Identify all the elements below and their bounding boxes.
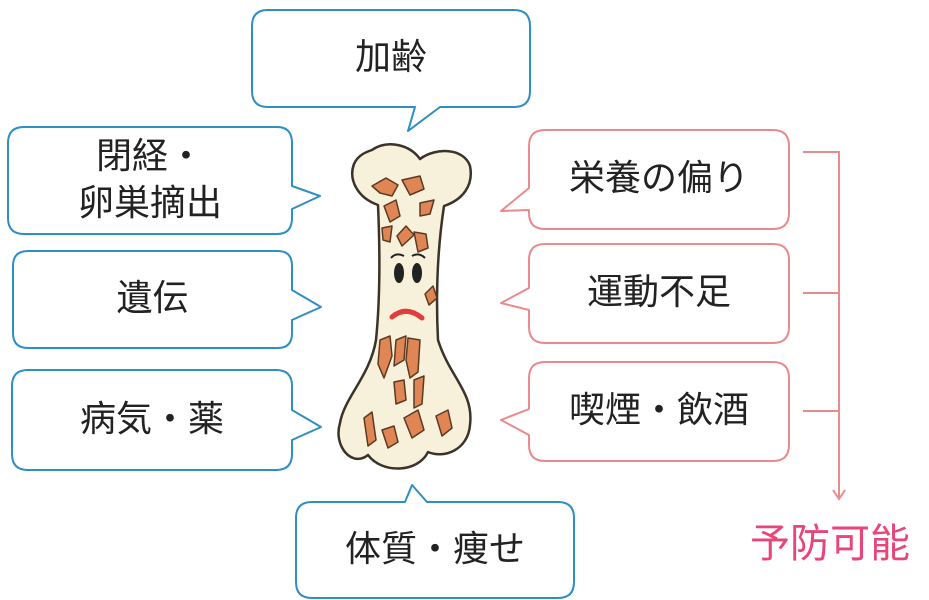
preventable-bracket [803, 151, 846, 501]
illness-callout [11, 369, 322, 471]
menopause-label-line1: 閉経・ [95, 136, 204, 177]
menopause-label-line2: 卵巣摘出 [77, 183, 222, 224]
sad-bone-icon [337, 143, 473, 470]
smoking-drinking-callout [500, 361, 790, 462]
body-type-callout [295, 484, 575, 599]
exercise-label: 運動不足 [586, 272, 731, 313]
nutrition-label: 栄養の偏り [568, 158, 749, 199]
menopause-callout [7, 126, 321, 235]
aging-label: 加齢 [354, 37, 427, 78]
illness-label: 病気・薬 [79, 399, 224, 440]
nutrition-callout [500, 129, 790, 230]
aging-callout [251, 9, 531, 132]
genetics-label: 遺伝 [116, 278, 189, 319]
exercise-callout [500, 243, 790, 344]
preventable-outcome-label: 予防可能 [750, 521, 910, 567]
genetics-callout [12, 250, 322, 349]
arrow-down-icon [832, 489, 846, 501]
bone-face [389, 253, 426, 321]
body-type-label: 体質・痩せ [344, 529, 525, 570]
smoking-drinking-label: 喫煙・飲酒 [568, 390, 749, 431]
